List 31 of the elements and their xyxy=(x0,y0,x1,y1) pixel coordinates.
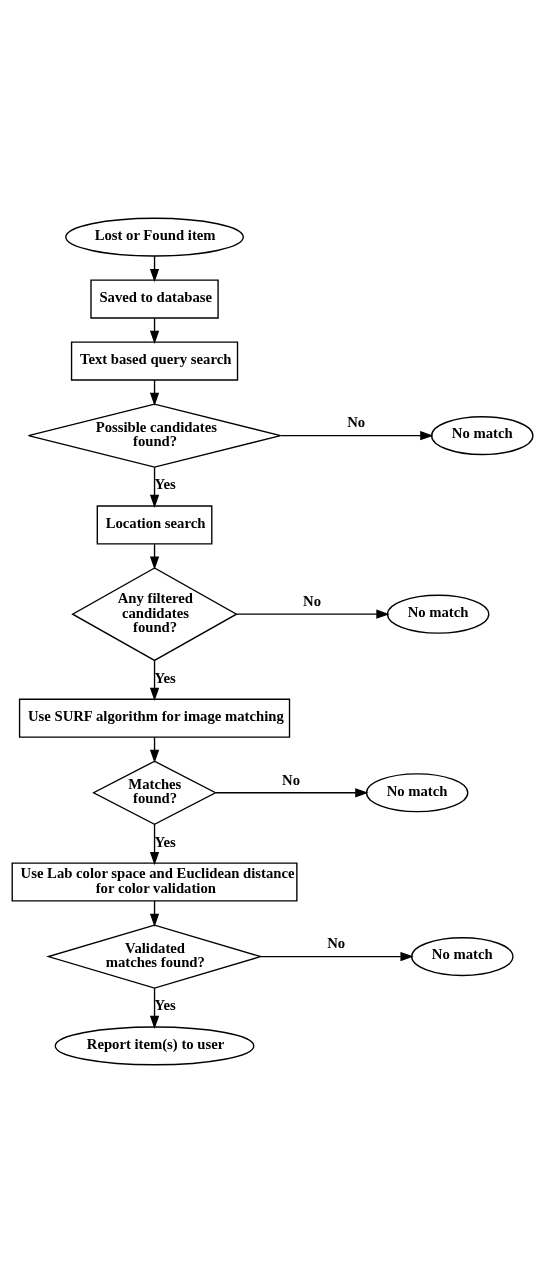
arrow xyxy=(149,659,160,702)
arrow xyxy=(260,951,414,962)
arrow xyxy=(149,466,160,509)
node-ellipse: Lost or Found item xyxy=(65,217,244,257)
edge-label: No xyxy=(303,593,322,609)
arrow xyxy=(280,431,434,441)
arrow xyxy=(235,609,390,619)
edge-label: No xyxy=(347,414,366,431)
edge-label: No xyxy=(327,935,346,952)
node-ellipse: Report item(s) to user xyxy=(54,1026,255,1066)
node-box: Text based query search xyxy=(70,341,239,381)
node-ellipse: No match xyxy=(386,594,490,634)
node-diamond: Validated matches found? xyxy=(46,924,264,989)
node-box: Use Lab color space and Euclidean distance for color validation xyxy=(11,862,298,902)
arrow xyxy=(215,788,369,798)
edge-label: Yes xyxy=(154,669,176,686)
node-box: Use SURF algorithm for image matching xyxy=(18,698,291,738)
edge-label: No xyxy=(282,771,301,788)
node-ellipse: No match xyxy=(411,937,514,977)
node-box: Location search xyxy=(96,505,213,545)
edge-label: Yes xyxy=(154,997,176,1014)
node-diamond: Matches found? xyxy=(92,760,217,826)
edge-label: Yes xyxy=(154,833,176,850)
node-ellipse: No match xyxy=(365,773,469,813)
arrow xyxy=(149,987,160,1030)
node-ellipse: No match xyxy=(430,416,534,456)
edge-label: Yes xyxy=(154,476,176,493)
node-diamond: Any filtered candidates found? xyxy=(71,567,238,662)
arrow xyxy=(149,823,160,866)
node-diamond: Possible candidates found? xyxy=(27,403,282,468)
node-box: Saved to database xyxy=(90,279,219,319)
